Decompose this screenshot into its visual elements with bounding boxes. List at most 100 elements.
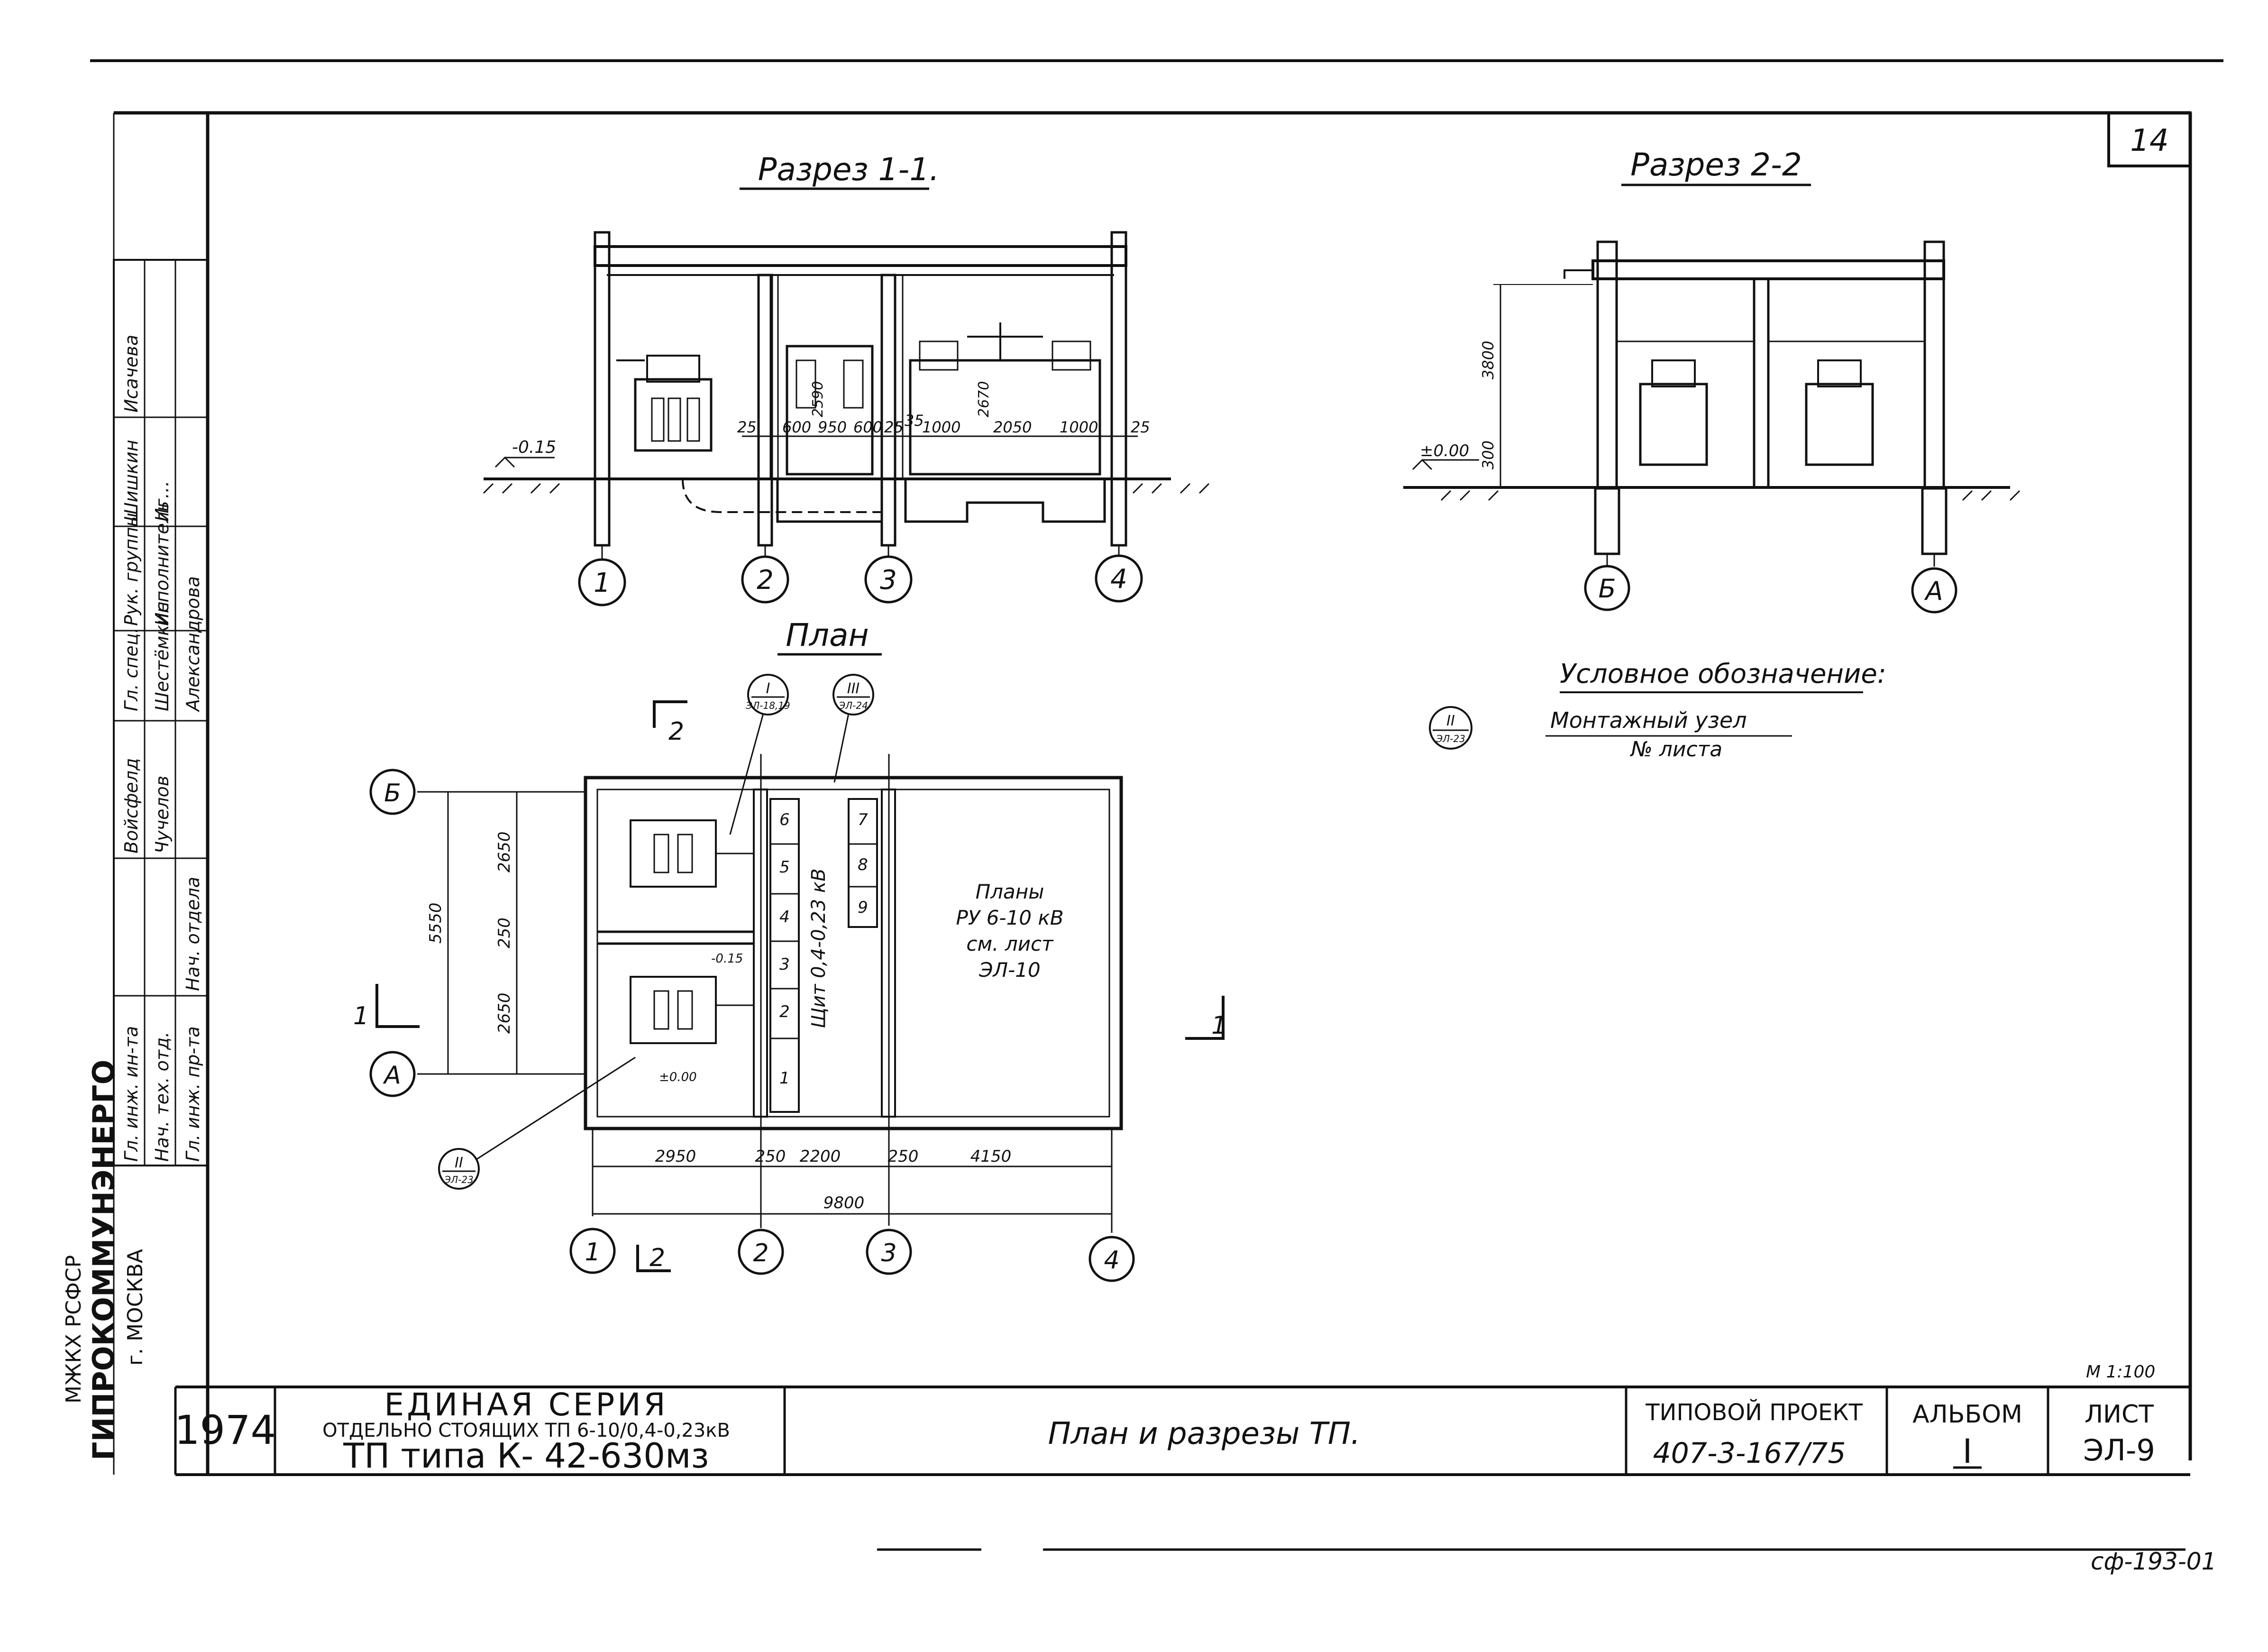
svg-text:I: I xyxy=(766,680,770,697)
svg-text:600: 600 xyxy=(853,418,882,436)
svg-text:25: 25 xyxy=(884,418,904,436)
svg-text:см. лист: см. лист xyxy=(966,932,1054,955)
svg-text:г. МОСКВА: г. МОСКВА xyxy=(123,1249,147,1366)
svg-text:Гл. спец.: Гл. спец. xyxy=(121,627,142,711)
svg-text:2590: 2590 xyxy=(810,381,826,417)
left-stamp: Гл. инж. ин-та Нач. тех. отд. Гл. инж. п… xyxy=(62,259,209,1460)
svg-text:3: 3 xyxy=(779,955,790,974)
svg-text:Чучелов: Чучелов xyxy=(152,776,173,854)
svg-text:ЭЛ-23: ЭЛ-23 xyxy=(1436,733,1465,744)
svg-text:5: 5 xyxy=(779,858,790,877)
svg-text:1: 1 xyxy=(779,1069,790,1088)
section-2-2-title: Разрез 2-2 xyxy=(1630,147,1802,183)
svg-text:-0.15: -0.15 xyxy=(711,952,743,966)
svg-text:3: 3 xyxy=(880,565,897,596)
svg-text:950: 950 xyxy=(818,418,847,436)
svg-text:600: 600 xyxy=(782,418,811,436)
svg-text:ЕДИНАЯ СЕРИЯ: ЕДИНАЯ СЕРИЯ xyxy=(384,1386,668,1423)
svg-text:Иг…: Иг… xyxy=(152,481,173,522)
svg-text:сф-193-01: сф-193-01 xyxy=(2091,1548,2216,1575)
svg-text:250: 250 xyxy=(495,918,514,948)
svg-text:1: 1 xyxy=(585,1238,600,1267)
svg-text:250: 250 xyxy=(755,1147,786,1166)
svg-text:5550: 5550 xyxy=(426,902,445,944)
svg-text:6: 6 xyxy=(779,810,790,829)
svg-text:3800: 3800 xyxy=(1479,341,1497,379)
section-2-2: Разрез 2-2 3800 300 ±0.00 Б А xyxy=(1403,147,2021,614)
legend-title: Условное обозначение: xyxy=(1560,659,1886,689)
svg-text:25: 25 xyxy=(1131,418,1150,436)
svg-text:ЭЛ-23: ЭЛ-23 xyxy=(444,1174,474,1185)
svg-text:1000: 1000 xyxy=(1060,418,1098,436)
svg-text:4150: 4150 xyxy=(970,1147,1012,1166)
svg-text:АЛЬБОМ: АЛЬБОМ xyxy=(1912,1400,2022,1429)
svg-text:ЛИСТ: ЛИСТ xyxy=(2085,1400,2154,1429)
svg-text:РУ 6-10 кВ: РУ 6-10 кВ xyxy=(956,906,1063,929)
svg-text:Планы: Планы xyxy=(976,880,1044,903)
svg-text:ЭЛ-24: ЭЛ-24 xyxy=(838,700,868,711)
svg-text:ЭЛ-10: ЭЛ-10 xyxy=(979,958,1041,982)
svg-text:±0.00: ±0.00 xyxy=(659,1070,697,1084)
svg-text:3: 3 xyxy=(881,1239,896,1267)
svg-text:Исачева: Исачева xyxy=(121,335,142,413)
legend: Условное обозначение: II ЭЛ-23 Монтажный… xyxy=(1429,659,1886,762)
svg-text:1: 1 xyxy=(353,1002,369,1030)
svg-text:Нач. отдела: Нач. отдела xyxy=(183,877,203,991)
svg-text:2670: 2670 xyxy=(976,381,992,417)
svg-text:250: 250 xyxy=(888,1147,919,1166)
svg-text:2050: 2050 xyxy=(993,418,1032,436)
svg-text:4: 4 xyxy=(1104,1246,1119,1275)
svg-text:II: II xyxy=(455,1155,463,1171)
svg-text:1: 1 xyxy=(594,568,611,598)
svg-text:2950: 2950 xyxy=(655,1147,696,1166)
section-1-1-title: Разрез 1-1. xyxy=(758,151,940,188)
svg-text:Гл. инж. пр-та: Гл. инж. пр-та xyxy=(183,1026,203,1162)
svg-text:Войсфелд: Войсфелд xyxy=(121,758,142,854)
svg-text:Исполнитель: Исполнитель xyxy=(152,501,173,626)
svg-text:35: 35 xyxy=(905,412,924,430)
svg-text:План и разрезы ТП.: План и разрезы ТП. xyxy=(1048,1416,1361,1451)
svg-text:Щит 0,4-0,23 кВ: Щит 0,4-0,23 кВ xyxy=(808,868,830,1028)
svg-text:14: 14 xyxy=(2130,123,2168,158)
svg-text:2: 2 xyxy=(649,1244,665,1272)
svg-text:ТП типа К- 42-630мз: ТП типа К- 42-630мз xyxy=(343,1436,709,1476)
corner-sheet-number: 14 xyxy=(2107,111,2192,167)
svg-text:4: 4 xyxy=(1110,564,1127,595)
svg-text:Рук. группы: Рук. группы xyxy=(121,513,142,626)
svg-text:№ листа: № листа xyxy=(1629,737,1722,762)
svg-text:I: I xyxy=(1963,1432,1973,1471)
svg-text:1974: 1974 xyxy=(174,1407,276,1453)
svg-text:Нач. тех. отд.: Нач. тех. отд. xyxy=(152,1032,173,1162)
svg-text:4: 4 xyxy=(779,908,790,927)
svg-text:8: 8 xyxy=(858,855,868,874)
svg-text:2650: 2650 xyxy=(495,992,514,1034)
svg-text:7: 7 xyxy=(858,810,868,829)
svg-text:300: 300 xyxy=(1479,441,1497,469)
svg-text:Гл. инж. ин-та: Гл. инж. ин-та xyxy=(121,1026,142,1162)
svg-text:Б: Б xyxy=(1598,574,1616,604)
svg-text:Шестёмкин: Шестёмкин xyxy=(152,601,173,711)
svg-text:Б: Б xyxy=(384,779,401,808)
svg-text:2: 2 xyxy=(668,717,684,746)
svg-text:ТИПОВОЙ ПРОЕКТ: ТИПОВОЙ ПРОЕКТ xyxy=(1645,1399,1863,1426)
svg-text:±0.00: ±0.00 xyxy=(1420,441,1469,460)
svg-text:ЭЛ-9: ЭЛ-9 xyxy=(2083,1433,2155,1468)
svg-text:ОТДЕЛЬНО СТОЯЩИХ ТП 6-10/0,4-0: ОТДЕЛЬНО СТОЯЩИХ ТП 6-10/0,4-0,23кВ xyxy=(322,1420,730,1441)
svg-text:2650: 2650 xyxy=(495,831,514,872)
svg-text:Монтажный узел: Монтажный узел xyxy=(1550,707,1747,733)
svg-text:А: А xyxy=(1924,576,1943,606)
plan: План 1 2 3 xyxy=(353,617,1227,1282)
svg-text:Шишкин: Шишкин xyxy=(121,440,142,522)
svg-text:А: А xyxy=(383,1061,401,1090)
section-1-1: Разрез 1-1. xyxy=(483,151,1210,606)
svg-text:2200: 2200 xyxy=(800,1147,841,1166)
svg-text:9800: 9800 xyxy=(823,1193,865,1212)
svg-text:Александрова: Александрова xyxy=(183,576,203,713)
svg-text:М 1:100: М 1:100 xyxy=(2086,1362,2155,1382)
svg-text:МЖКХ РСФСР: МЖКХ РСФСР xyxy=(62,1255,86,1404)
svg-text:1000: 1000 xyxy=(922,418,960,436)
svg-text:III: III xyxy=(847,680,860,697)
svg-text:9: 9 xyxy=(858,898,868,917)
svg-text:25: 25 xyxy=(737,418,757,436)
